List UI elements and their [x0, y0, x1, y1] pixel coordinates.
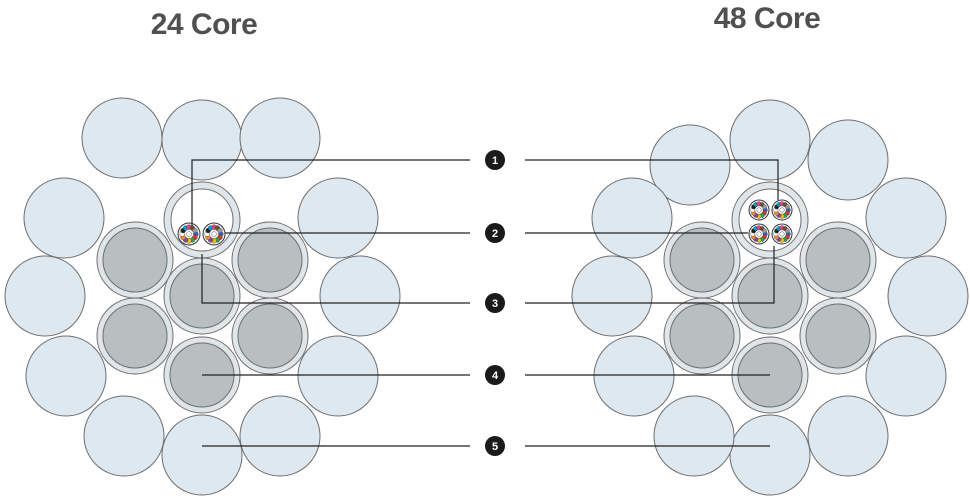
outer-steel-wire	[807, 395, 889, 477]
inner-steel-wire	[669, 303, 735, 369]
callout-badge-3-label: 3	[492, 298, 498, 310]
outer-steel-wire	[319, 255, 401, 337]
outer-steel-wire	[571, 255, 653, 337]
inner-steel-wire	[805, 227, 871, 293]
optical-fiber	[756, 231, 762, 237]
outer-steel-wire	[239, 97, 321, 179]
inner-steel-wire	[737, 263, 803, 329]
outer-steel-wire	[297, 335, 379, 417]
outer-steel-wire	[649, 124, 731, 206]
outer-steel-wire	[887, 255, 969, 337]
callout-line-1-right	[525, 159, 779, 200]
outer-steel-wire	[239, 395, 321, 477]
inner-steel-wire	[102, 227, 168, 293]
optical-fiber	[761, 228, 767, 234]
outer-steel-wire	[591, 177, 673, 259]
inner-steel-wire	[669, 227, 735, 293]
callout-badge-4	[485, 365, 505, 385]
callout-badge-1	[485, 150, 505, 170]
outer-steel-wire	[4, 255, 86, 337]
inner-steel-wire	[805, 303, 871, 369]
outer-steel-wire	[161, 99, 243, 181]
callout-badge-5-label: 5	[492, 441, 498, 453]
optical-fiber	[211, 231, 217, 237]
outer-steel-wire	[865, 335, 947, 417]
optical-fiber	[779, 231, 785, 237]
outer-steel-wire	[83, 395, 165, 477]
outer-steel-wire	[807, 119, 889, 201]
title-48-core: 48 Core	[713, 2, 821, 35]
callout-line-3-left	[201, 254, 470, 304]
outer-steel-wire	[81, 97, 163, 179]
optical-fiber	[186, 231, 192, 237]
central-loose-tube	[170, 188, 234, 252]
inner-steel-wire	[237, 303, 303, 369]
outer-steel-wire	[653, 395, 735, 477]
optical-fiber	[756, 207, 762, 213]
title-24-core: 24 Core	[150, 8, 258, 41]
central-loose-tube	[738, 188, 802, 252]
callout-line-1-left	[191, 159, 470, 226]
callout-badge-5	[485, 436, 505, 456]
outer-steel-wire	[865, 177, 947, 259]
optical-fiber	[761, 204, 767, 210]
callout-badge-2	[485, 223, 505, 243]
callout-badge-3	[485, 293, 505, 313]
optical-fiber	[784, 228, 790, 234]
optical-fiber	[784, 204, 790, 210]
inner-steel-wire	[237, 227, 303, 293]
outer-steel-wire	[729, 414, 811, 496]
outer-steel-wire	[161, 414, 243, 496]
callout-badge-2-label: 2	[492, 228, 498, 240]
callout-badge-1-label: 1	[492, 155, 498, 167]
inner-steel-wire	[102, 303, 168, 369]
callout-badge-4-label: 4	[492, 370, 499, 382]
optical-fiber	[217, 227, 223, 234]
outer-steel-wire	[297, 177, 379, 259]
callout-line-3-right	[525, 246, 775, 304]
outer-steel-wire	[729, 99, 811, 181]
optical-fiber	[779, 207, 785, 213]
outer-steel-wire	[25, 335, 107, 417]
optical-fiber	[192, 227, 198, 234]
outer-steel-wire	[593, 335, 675, 417]
outer-steel-wire	[23, 177, 105, 259]
